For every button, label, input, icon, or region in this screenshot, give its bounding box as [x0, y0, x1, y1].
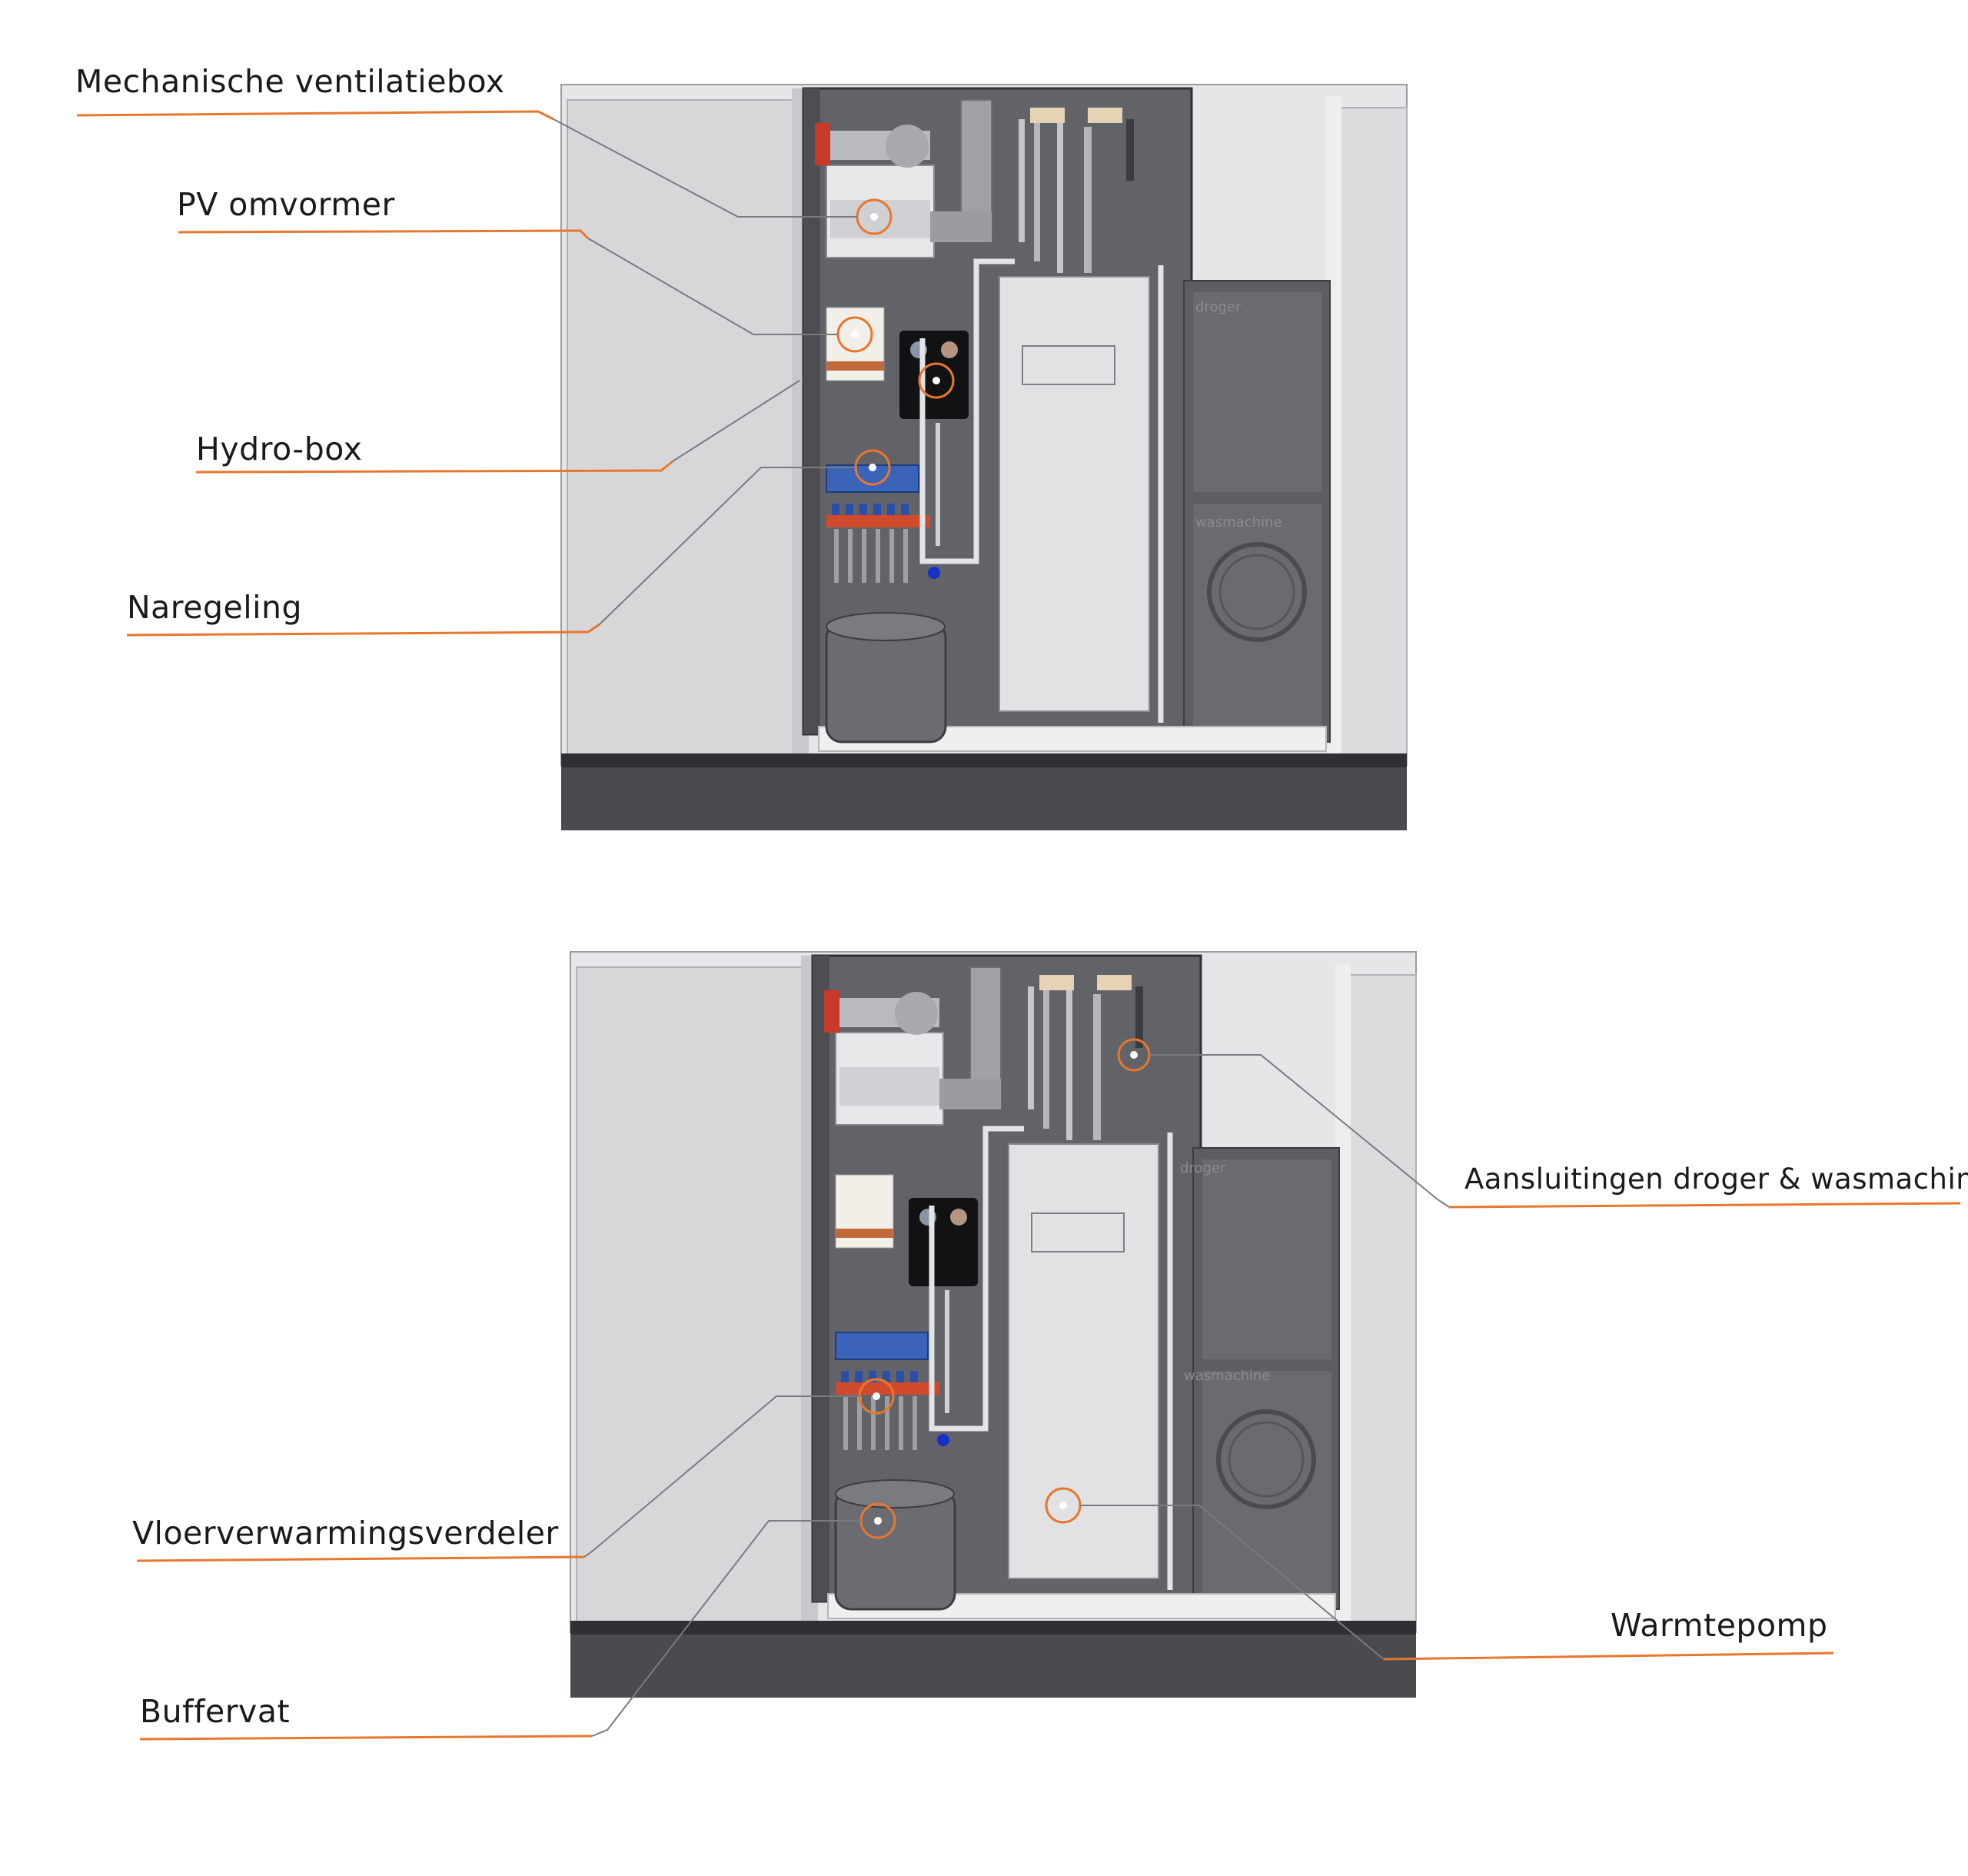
top-installation-unit: droger wasmachine [561, 85, 1407, 830]
bottom-leader-lines [136, 1054, 1961, 1741]
top-marker-dots [851, 213, 940, 471]
label-warmtepomp: Warmtepomp [1611, 1607, 1828, 1644]
top-washer-label: wasmachine [1195, 514, 1282, 531]
marker-hydro-box [918, 362, 955, 399]
label-buffervat: Buffervat [140, 1693, 291, 1730]
label-vloerverwarmingsverdeler: Vloerverwarmingsverdeler [132, 1515, 559, 1552]
bottom-installation-unit: droger wasmachine [570, 952, 1416, 1698]
label-aansluitingen: Aansluitingen droger & wasmachine [1464, 1163, 1968, 1196]
top-dryer-label: droger [1195, 299, 1242, 315]
label-mechanische-ventilatiebox: Mechanische ventilatiebox [75, 63, 505, 100]
label-pv-omvormer: PV omvormer [177, 186, 395, 223]
bottom-washer-label: wasmachine [1184, 1368, 1270, 1384]
bottom-dryer-label: droger [1180, 1160, 1226, 1176]
marker-aansluitingen [1117, 1038, 1151, 1072]
label-naregeling: Naregeling [127, 589, 303, 626]
top-leader-lines [76, 110, 857, 637]
label-hydro-box: Hydro-box [196, 431, 363, 467]
bottom-marker-dots [873, 1051, 1138, 1525]
